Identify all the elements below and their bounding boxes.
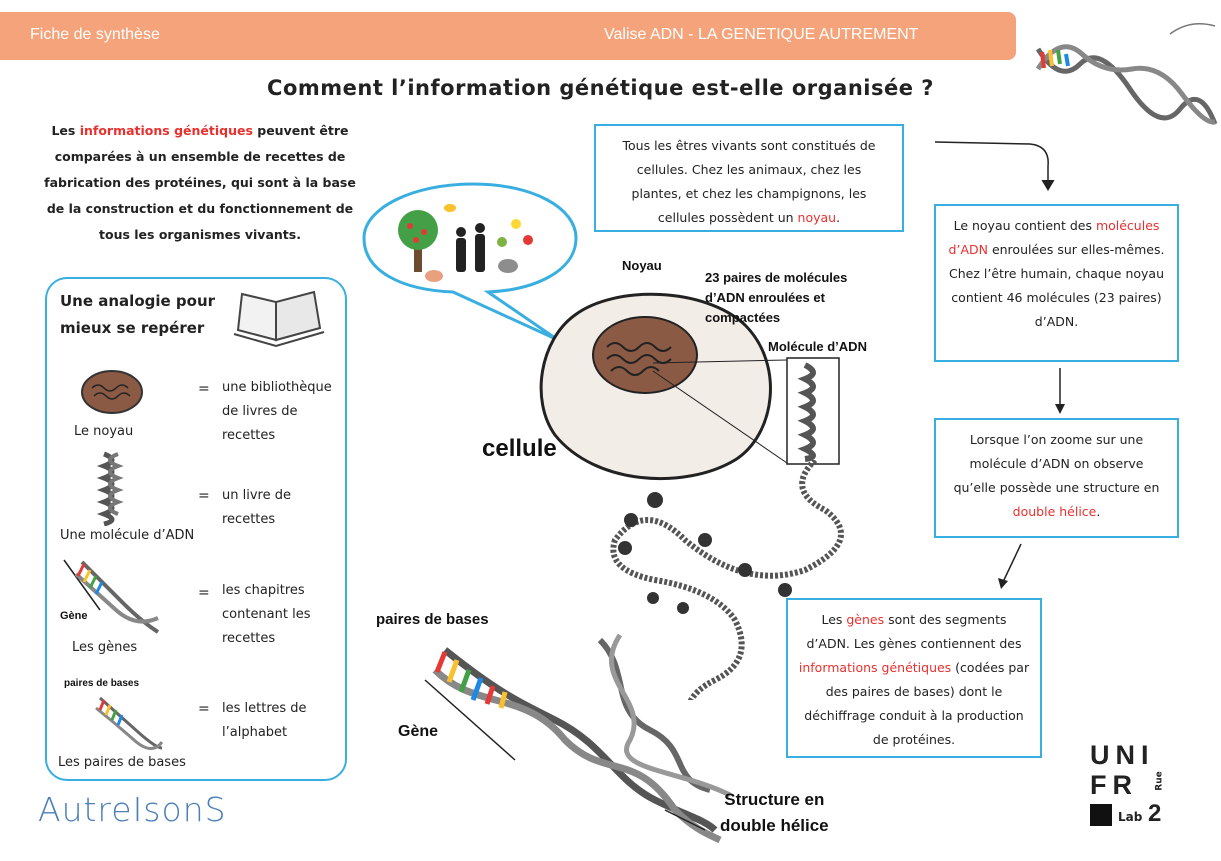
label-structure-l1: Structure en (724, 790, 825, 809)
analogy-title: Une analogie pour mieux se repérer (60, 288, 215, 342)
analogy-desc-2-line2: recettes (222, 512, 276, 527)
info-box-zoom-red: double hélice (1012, 504, 1097, 519)
unifr-logo: UNI FR Rue Lab 2 (1090, 740, 1180, 832)
info-box-genes-t2: sont des segments d’ADN. Les gènes conti… (806, 612, 1022, 651)
header-left-text: Fiche de synthèse (30, 26, 160, 43)
header-bar (0, 12, 1016, 60)
info-box-genes: Les gènes sont des segments d’ADN. Les g… (786, 598, 1042, 758)
analogy-desc-3-line2: contenant les (222, 607, 311, 622)
analogy-desc-1-line2: de livres de (222, 404, 298, 419)
analogy-desc-4-line2: l’alphabet (222, 725, 288, 740)
info-box-noyau-end: enroulées sur elles-mêmes. Chez l’être h… (949, 242, 1165, 329)
cell-figure (539, 292, 840, 481)
label-paires-bases: paires de bases (376, 611, 489, 628)
dna-molecule-icon (96, 451, 124, 526)
analogy-desc-1: une bibliothèque de livres de recettes (222, 376, 332, 448)
analogy-gene-sub: Gène (60, 610, 88, 622)
info-box-noyau-red: molécules d’ADN (948, 218, 1160, 257)
analogy-desc-4-line1: les lettres de (222, 701, 307, 716)
unifr-logo-lab: Lab (1118, 810, 1143, 824)
organisms-speech-bubble (362, 182, 578, 342)
intro-highlight: informations génétiques (79, 123, 253, 138)
analogy-desc-2-line1: un livre de (222, 488, 291, 503)
dna-helix-header-illustration (1035, 23, 1218, 125)
info-box-cells-red: noyau (797, 210, 837, 225)
tree-icon (398, 210, 438, 272)
info-box-cells-end: . (836, 210, 841, 225)
double-helix-figure (424, 647, 722, 844)
intro-paragraph: Les informations génétiques peuvent être… (40, 118, 360, 248)
intro-text-2: peuvent être comparées à un ensemble de … (44, 123, 356, 242)
analogy-desc-4: les lettres de l’alphabet (222, 697, 307, 745)
fruit-icon (497, 237, 507, 247)
book-icon (233, 290, 325, 348)
analogy-bases-sub: paires de bases (64, 678, 140, 689)
header-right-text: Valise ADN - LA GENETIQUE AUTREMENT (604, 26, 919, 43)
rabbit-icon (498, 259, 518, 273)
arrow-cells-to-noyau (934, 141, 1055, 191)
analogy-title-line2: mieux se repérer (60, 319, 205, 337)
analogy-eq-3: = (198, 585, 210, 601)
info-box-noyau-text: Le noyau contient des (953, 218, 1096, 233)
analogy-desc-1-line3: recettes (222, 428, 276, 443)
label-23-pairs-l3: compactées (705, 310, 781, 325)
info-box-zoom: Lorsque l’on zoome sur une molécule d’AD… (934, 418, 1179, 538)
gene-helix-icon (63, 559, 160, 634)
label-23-pairs: 23 paires de molécules d’ADN enroulées e… (705, 268, 847, 328)
info-box-genes-red2: informations génétiques (798, 660, 952, 675)
base-pairs-icon (95, 696, 164, 750)
chromatin-uncoiling-figure (610, 460, 844, 700)
label-molecule: Molécule d’ADN (768, 339, 867, 354)
people-icon (456, 223, 485, 272)
unifr-logo-2: 2 (1148, 800, 1162, 827)
intro-text-1: Les (51, 123, 80, 138)
analogy-label-bases: Les paires de bases (58, 755, 186, 770)
analogy-label-genes: Les gènes (72, 640, 138, 655)
analogy-label-molecule: Une molécule d’ADN (60, 528, 195, 543)
info-box-cells: Tous les êtres vivants sont constitués d… (594, 124, 904, 232)
autreisons-logo: AutreIsonS (38, 790, 227, 829)
unifr-logo-uni: UNI (1090, 740, 1155, 770)
page-title: Comment l’information génétique est-elle… (267, 76, 934, 100)
label-structure: Structure en double hélice (720, 787, 829, 839)
info-box-zoom-end: . (1096, 504, 1101, 519)
unifr-logo-square (1090, 804, 1112, 826)
info-box-genes-t3: (codées par des paires de bases) dont le… (804, 660, 1030, 747)
label-cellule: cellule (482, 435, 557, 462)
analogy-eq-4: = (198, 701, 210, 717)
analogy-label-noyau: Le noyau (74, 424, 134, 439)
info-box-genes-t1: Les (821, 612, 847, 627)
info-box-noyau: Le noyau contient des molécules d’ADN en… (934, 204, 1179, 362)
arrow-zoom-to-genes (998, 543, 1022, 589)
analogy-panel (45, 277, 347, 781)
label-structure-l2: double hélice (720, 816, 829, 835)
label-23-pairs-l2: d’ADN enroulées et (705, 290, 825, 305)
analogy-desc-3-line1: les chapitres (222, 583, 305, 598)
chicken-icon (425, 270, 443, 282)
helix-extension (597, 633, 732, 798)
analogy-eq-2: = (198, 488, 210, 504)
info-box-zoom-text: Lorsque l’on zoome sur une molécule d’AD… (953, 432, 1160, 495)
label-23-pairs-l1: 23 paires de molécules (705, 270, 848, 285)
bee-icon (444, 204, 456, 212)
analogy-desc-3: les chapitres contenant les recettes (222, 579, 311, 651)
analogy-desc-2: un livre de recettes (222, 484, 291, 532)
analogy-desc-1-line1: une bibliothèque (222, 380, 332, 395)
analogy-desc-3-line3: recettes (222, 631, 276, 646)
analogy-eq-1: = (198, 381, 210, 397)
analogy-title-line1: Une analogie pour (60, 292, 216, 310)
arrow-noyau-to-zoom (1055, 368, 1065, 414)
info-box-genes-red1: gènes (846, 612, 885, 627)
label-gene: Gène (398, 723, 439, 740)
unifr-logo-fr: FR (1090, 770, 1138, 800)
info-box-cells-text: Tous les êtres vivants sont constitués d… (622, 138, 876, 225)
unifr-logo-rue: Rue (1154, 771, 1165, 791)
nucleus-icon (81, 370, 143, 414)
label-noyau: Noyau (622, 258, 662, 273)
